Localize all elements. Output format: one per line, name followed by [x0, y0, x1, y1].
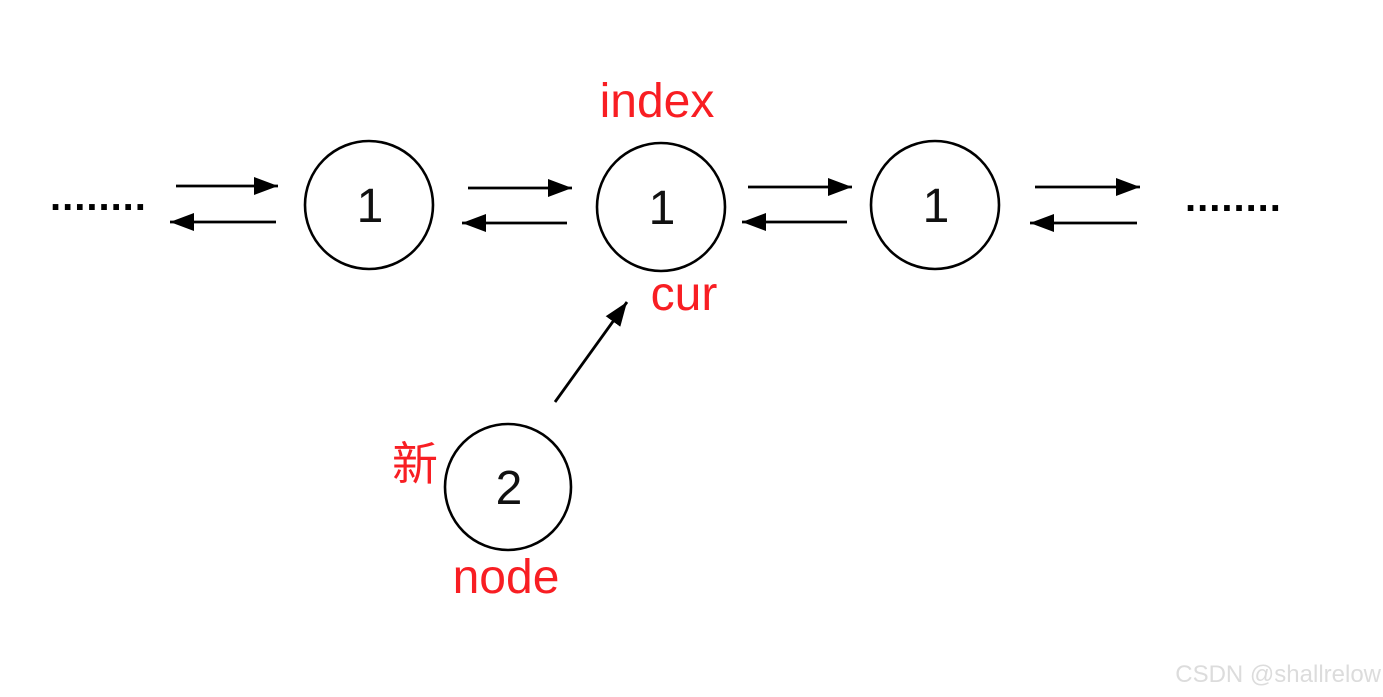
new-node-pointer-arrow-icon: [553, 301, 629, 403]
ellipsis-right: ........: [1185, 176, 1282, 220]
ellipsis-left: ........: [50, 175, 147, 219]
node-value-index: 1: [649, 182, 676, 235]
node-value-right: 1: [923, 180, 950, 233]
node-value-left: 1: [357, 180, 384, 233]
node-circle-left: [303, 139, 435, 271]
node-circle-new: [443, 422, 573, 552]
watermark: CSDN @shallrelow: [1175, 661, 1381, 688]
label-new: 新: [392, 438, 438, 490]
label-cur: cur: [651, 268, 718, 321]
node-value-new: 2: [496, 462, 523, 515]
node-circle-index: [595, 141, 727, 273]
label-index: index: [600, 75, 715, 128]
label-node: node: [453, 551, 560, 604]
node-circle-right: [869, 139, 1001, 271]
